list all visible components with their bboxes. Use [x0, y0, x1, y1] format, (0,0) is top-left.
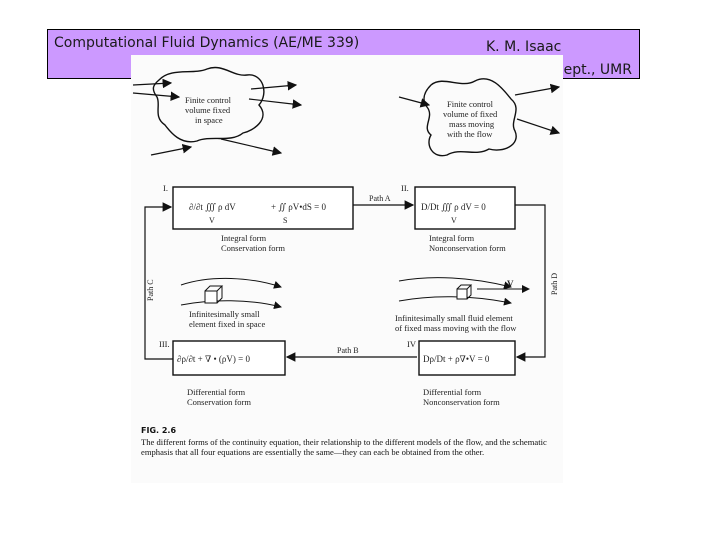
velocity-label: V: [507, 279, 514, 289]
svg-text:Infinitesimally small fluid el: Infinitesimally small fluid element of f…: [395, 313, 517, 333]
figure-caption-text: The different forms of the continuity eq…: [141, 436, 547, 458]
box-i-sub-s: S: [283, 216, 287, 225]
path-d-label: Path D: [550, 273, 559, 295]
box-ii-numeral: II.: [401, 183, 409, 193]
cloud-left-line2: volume fixed: [185, 105, 231, 115]
cloud-right-line3: mass moving: [449, 119, 495, 129]
figure-diagram: Finite control volume fixed in space Fin…: [132, 66, 561, 407]
box-i-eq-a: ∂/∂t ∭ ρ dV: [189, 202, 236, 212]
box-iii-numeral: III.: [159, 339, 170, 349]
author-name: K. M. Isaac: [486, 39, 562, 55]
cloud-right-line4: with the flow: [447, 129, 493, 139]
elem-left-line1: Infinitesimally small: [189, 309, 260, 319]
label-iv-line2: Nonconservation form: [423, 397, 500, 407]
path-d-arrow: [515, 204, 546, 362]
svg-text:Integral form Nonconserv: Integral form Nonconservation form: [429, 233, 506, 253]
label-ii-line1: Integral form: [429, 233, 474, 243]
box-iii: [172, 340, 286, 376]
figure-label: FIG. 2.6: [141, 426, 177, 435]
path-b-label: Path B: [337, 346, 359, 355]
box-iv: [418, 340, 516, 376]
svg-text:Differential form Conser: Differential form Conservation form: [187, 387, 251, 407]
figure-caption: FIG. 2.6 The different forms of the cont…: [141, 425, 559, 458]
box-i-numeral: I.: [163, 183, 168, 193]
svg-text:Integral form Conservati: Integral form Conservation form: [221, 233, 285, 253]
elem-right-line2: of fixed mass moving with the flow: [395, 323, 517, 333]
element-cube-left: [204, 285, 224, 304]
cloud-right-line2: volume of fixed: [443, 109, 498, 119]
box-i: [172, 186, 354, 230]
box-ii: [414, 186, 516, 230]
cloud-left-shape: [152, 66, 265, 143]
box-ii-sub-v: V: [451, 216, 457, 225]
box-iv-numeral: IV: [407, 339, 417, 349]
path-c-label: Path C: [146, 279, 155, 301]
label-iii-line2: Conservation form: [187, 397, 251, 407]
svg-text:Infinitesimally small el: Infinitesimally small element fixed in s…: [189, 309, 265, 329]
svg-text:Finite control volume fi: Finite control volume fixed in space: [185, 95, 233, 125]
cloud-right-shape: [423, 78, 517, 157]
label-i-line2: Conservation form: [221, 243, 285, 253]
label-iii-line1: Differential form: [187, 387, 246, 397]
cloud-left-line3: in space: [195, 115, 223, 125]
box-iii-eq: ∂ρ/∂t + ∇ • (ρV) = 0: [177, 354, 250, 364]
box-ii-eq: D/Dt ∭ ρ dV = 0: [421, 202, 486, 212]
label-ii-line2: Nonconservation form: [429, 243, 506, 253]
course-title: Computational Fluid Dynamics (AE/ME 339): [54, 35, 360, 51]
path-a-label: Path A: [369, 194, 391, 203]
cloud-right-line1: Finite control: [447, 99, 494, 109]
svg-text:Finite control volume of: Finite control volume of fixed mass movi…: [443, 99, 499, 139]
box-iv-eq: Dρ/Dt + ρ∇•V = 0: [423, 354, 490, 364]
box-i-eq-b: + ∬ ρV•dS = 0: [271, 202, 326, 212]
label-iv-line1: Differential form: [423, 387, 482, 397]
elem-right-line1: Infinitesimally small fluid element: [395, 313, 513, 323]
box-i-sub-v: V: [209, 216, 215, 225]
continuity-equation-figure: Finite control volume fixed in space Fin…: [131, 55, 563, 483]
path-c-arrow: [144, 202, 173, 360]
elem-left-line2: element fixed in space: [189, 319, 265, 329]
cloud-left-line1: Finite control: [185, 95, 232, 105]
svg-text:Differential form Noncon: Differential form Nonconservation form: [423, 387, 500, 407]
element-cube-right: [456, 284, 473, 300]
label-i-line1: Integral form: [221, 233, 266, 243]
